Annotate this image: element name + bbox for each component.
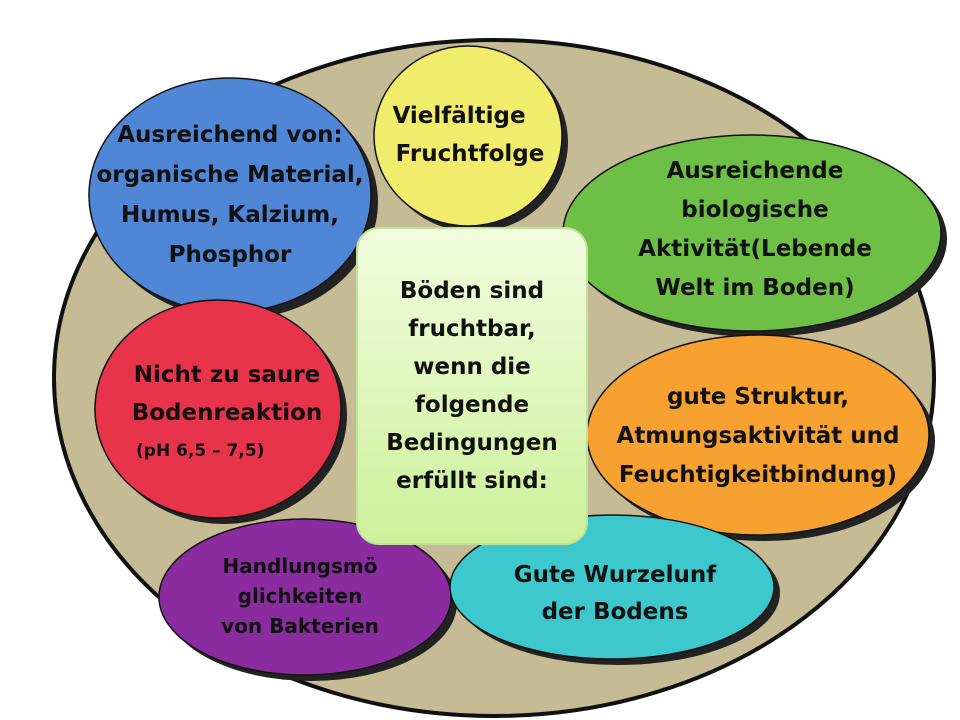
roots-line-1: Gute Wurzelunf (513, 562, 717, 588)
center-line-3: wenn die (413, 354, 531, 380)
center-box (356, 227, 588, 545)
biological-line-1: Ausreichende (666, 158, 844, 184)
crop-rotation-line-1: Vielfältige (392, 103, 526, 129)
crop-rotation-line-2: Fruchtfolge (395, 141, 545, 167)
biological-line-4: Welt im Boden) (655, 275, 855, 301)
structure-line-2: Atmungsaktivität und (616, 422, 900, 449)
structure-line-1: gute Struktur, (666, 383, 850, 410)
structure-label: gute Struktur, Atmungsaktivität und Feuc… (598, 376, 918, 496)
bacteria-line-3: von Bakterien (221, 614, 379, 638)
bacteria-line-1: Handlungsmö (222, 554, 378, 578)
nutrients-line-1: Ausreichend von: (117, 122, 343, 148)
nutrients-line-2: organische Material, (96, 162, 364, 188)
crop-rotation-label: Vielfältige Fruchtfolge (380, 96, 560, 174)
bacteria-label: Handlungsmö glichkeiten von Bakterien (190, 546, 410, 646)
acidity-line-1: Nicht zu saure (133, 362, 321, 388)
center-line-1: Böden sind (399, 278, 545, 304)
biological-line-3: Aktivität(Lebende (638, 236, 872, 262)
acidity-label: Nicht zu saure Bodenreaktion (112, 354, 342, 434)
bubble-crop-rotation (373, 45, 563, 227)
acidity-ph-range: (pH 6,5 – 7,5) (136, 441, 265, 461)
nutrients-label: Ausreichend von: organische Material, Hu… (80, 120, 380, 270)
biological-label: Ausreichende biologische Aktivität(Leben… (590, 152, 920, 308)
acidity-line-2: Bodenreaktion (131, 400, 323, 426)
roots-line-2: der Bodens (541, 599, 689, 625)
biological-line-2: biologische (681, 197, 829, 223)
bubble-acidity (94, 299, 342, 519)
nutrients-line-4: Phosphor (168, 242, 292, 268)
bacteria-line-2: glichkeiten (237, 584, 363, 608)
nutrients-line-3: Humus, Kalzium, (121, 202, 339, 228)
center-line-5: Bedingungen (386, 430, 558, 456)
roots-label: Gute Wurzelunf der Bodens (495, 556, 735, 632)
center-line-2: fruchtbar, (408, 316, 536, 342)
center-label: Böden sind fruchtbar, wenn die folgende … (357, 266, 587, 506)
center-line-4: folgende (414, 392, 530, 418)
bubble-roots (449, 514, 775, 660)
structure-line-3: Feuchtigkeitbindung) (618, 461, 898, 488)
center-line-6: erfüllt sind: (396, 468, 548, 494)
